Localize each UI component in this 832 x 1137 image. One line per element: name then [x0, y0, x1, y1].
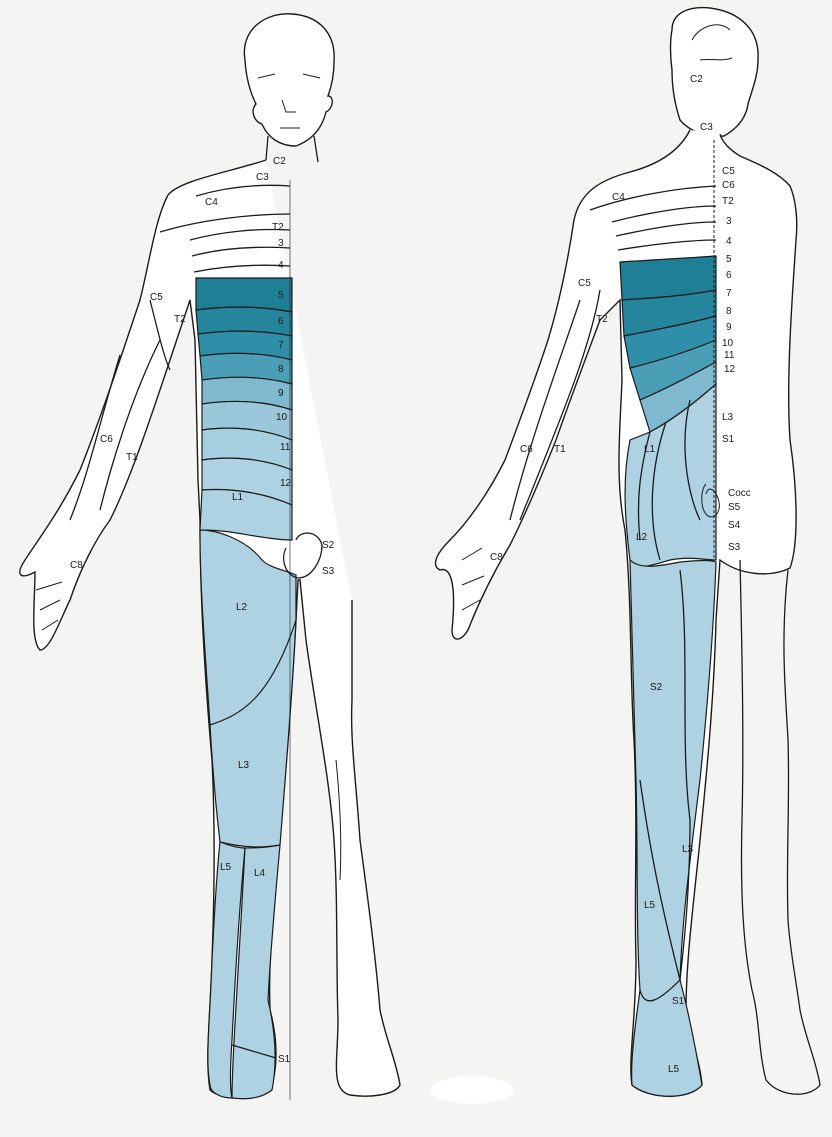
posterior-label-l3: L3: [722, 412, 734, 423]
anterior-label-l5: L5: [220, 862, 232, 873]
posterior-head: [671, 8, 759, 137]
anterior-label-l2: L2: [236, 602, 248, 613]
posterior-label-c6: C6: [722, 180, 735, 191]
posterior-label-c5: C5: [722, 166, 735, 177]
posterior-label-t11: 11: [724, 350, 735, 361]
anterior-label-s1: S1: [278, 1054, 291, 1065]
posterior-label-t3: 3: [726, 216, 732, 227]
posterior-label-c3: C3: [700, 122, 713, 133]
posterior-label-t6: 6: [726, 270, 732, 281]
anterior-label-t2arm: T2: [174, 314, 186, 325]
anterior-label-s2: S2: [322, 540, 335, 551]
anterior-label-t4: 4: [278, 260, 284, 271]
anterior-head: [244, 14, 334, 146]
posterior-label-t5: 5: [726, 254, 732, 265]
posterior-label-c6arm: C6: [520, 444, 533, 455]
anterior-label-l3: L3: [238, 760, 250, 771]
anterior-label-l4: L4: [254, 868, 266, 879]
posterior-label-t9: 9: [726, 322, 732, 333]
anterior-label-t10: 10: [276, 412, 288, 423]
anterior-label-t2: T2: [272, 222, 284, 233]
posterior-label-l2: L2: [636, 532, 648, 543]
page-blemish: [430, 1076, 514, 1104]
posterior-label-t8: 8: [726, 306, 732, 317]
posterior-label-t7: 7: [726, 288, 732, 299]
posterior-label-s3: S3: [728, 542, 741, 553]
anterior-label-t1: T1: [126, 452, 138, 463]
anterior-label-t5: 5: [278, 290, 284, 301]
anterior-label-l1: L1: [232, 492, 244, 503]
posterior-label-l5foot: L5: [668, 1064, 680, 1075]
posterior-label-s1foot: S1: [672, 996, 685, 1007]
anterior-label-t11: 11: [280, 442, 291, 453]
posterior-dermatomes: [620, 256, 716, 1096]
anterior-dermatomes: [196, 278, 296, 1099]
posterior-label-cocc: Cocc: [728, 488, 751, 499]
anterior-label-t7: 7: [278, 340, 284, 351]
posterior-label-t10: 10: [722, 338, 734, 349]
posterior-label-t12: 12: [724, 364, 736, 375]
anterior-label-t9: 9: [278, 388, 284, 399]
posterior-band-l5: [632, 980, 702, 1096]
posterior-label-c4: C4: [612, 192, 625, 203]
posterior-label-c2: C2: [690, 74, 703, 85]
posterior-label-t2arm: T2: [596, 314, 608, 325]
anterior-label-c8: C8: [70, 560, 83, 571]
anterior-label-c3: C3: [256, 172, 269, 183]
posterior-label-s5: S5: [728, 502, 741, 513]
anterior-label-t8: 8: [278, 364, 284, 375]
posterior-label-c5arm: C5: [578, 278, 591, 289]
posterior-label-t4: 4: [726, 236, 732, 247]
anterior-label-t12: 12: [280, 478, 292, 489]
anterior-label-c5: C5: [150, 292, 163, 303]
posterior-label-s1: S1: [722, 434, 735, 445]
anterior-label-s3: S3: [322, 566, 335, 577]
posterior-label-l1: L1: [644, 444, 656, 455]
posterior-label-s2: S2: [650, 682, 663, 693]
posterior-label-l5: L5: [644, 900, 656, 911]
anterior-label-c4: C4: [205, 197, 218, 208]
posterior-label-t2: T2: [722, 196, 734, 207]
anterior-label-c2: C2: [273, 156, 286, 167]
anterior-label-t6: 6: [278, 316, 284, 327]
posterior-label-c8: C8: [490, 552, 503, 563]
posterior-label-t1: T1: [554, 444, 566, 455]
posterior-label-s4: S4: [728, 520, 741, 531]
anterior-label-t3: 3: [278, 238, 284, 249]
posterior-label-l3leg: L3: [682, 844, 694, 855]
posterior-right-leg: [740, 560, 820, 1094]
anterior-label-c6: C6: [100, 434, 113, 445]
posterior-body-outline: [435, 130, 796, 1096]
